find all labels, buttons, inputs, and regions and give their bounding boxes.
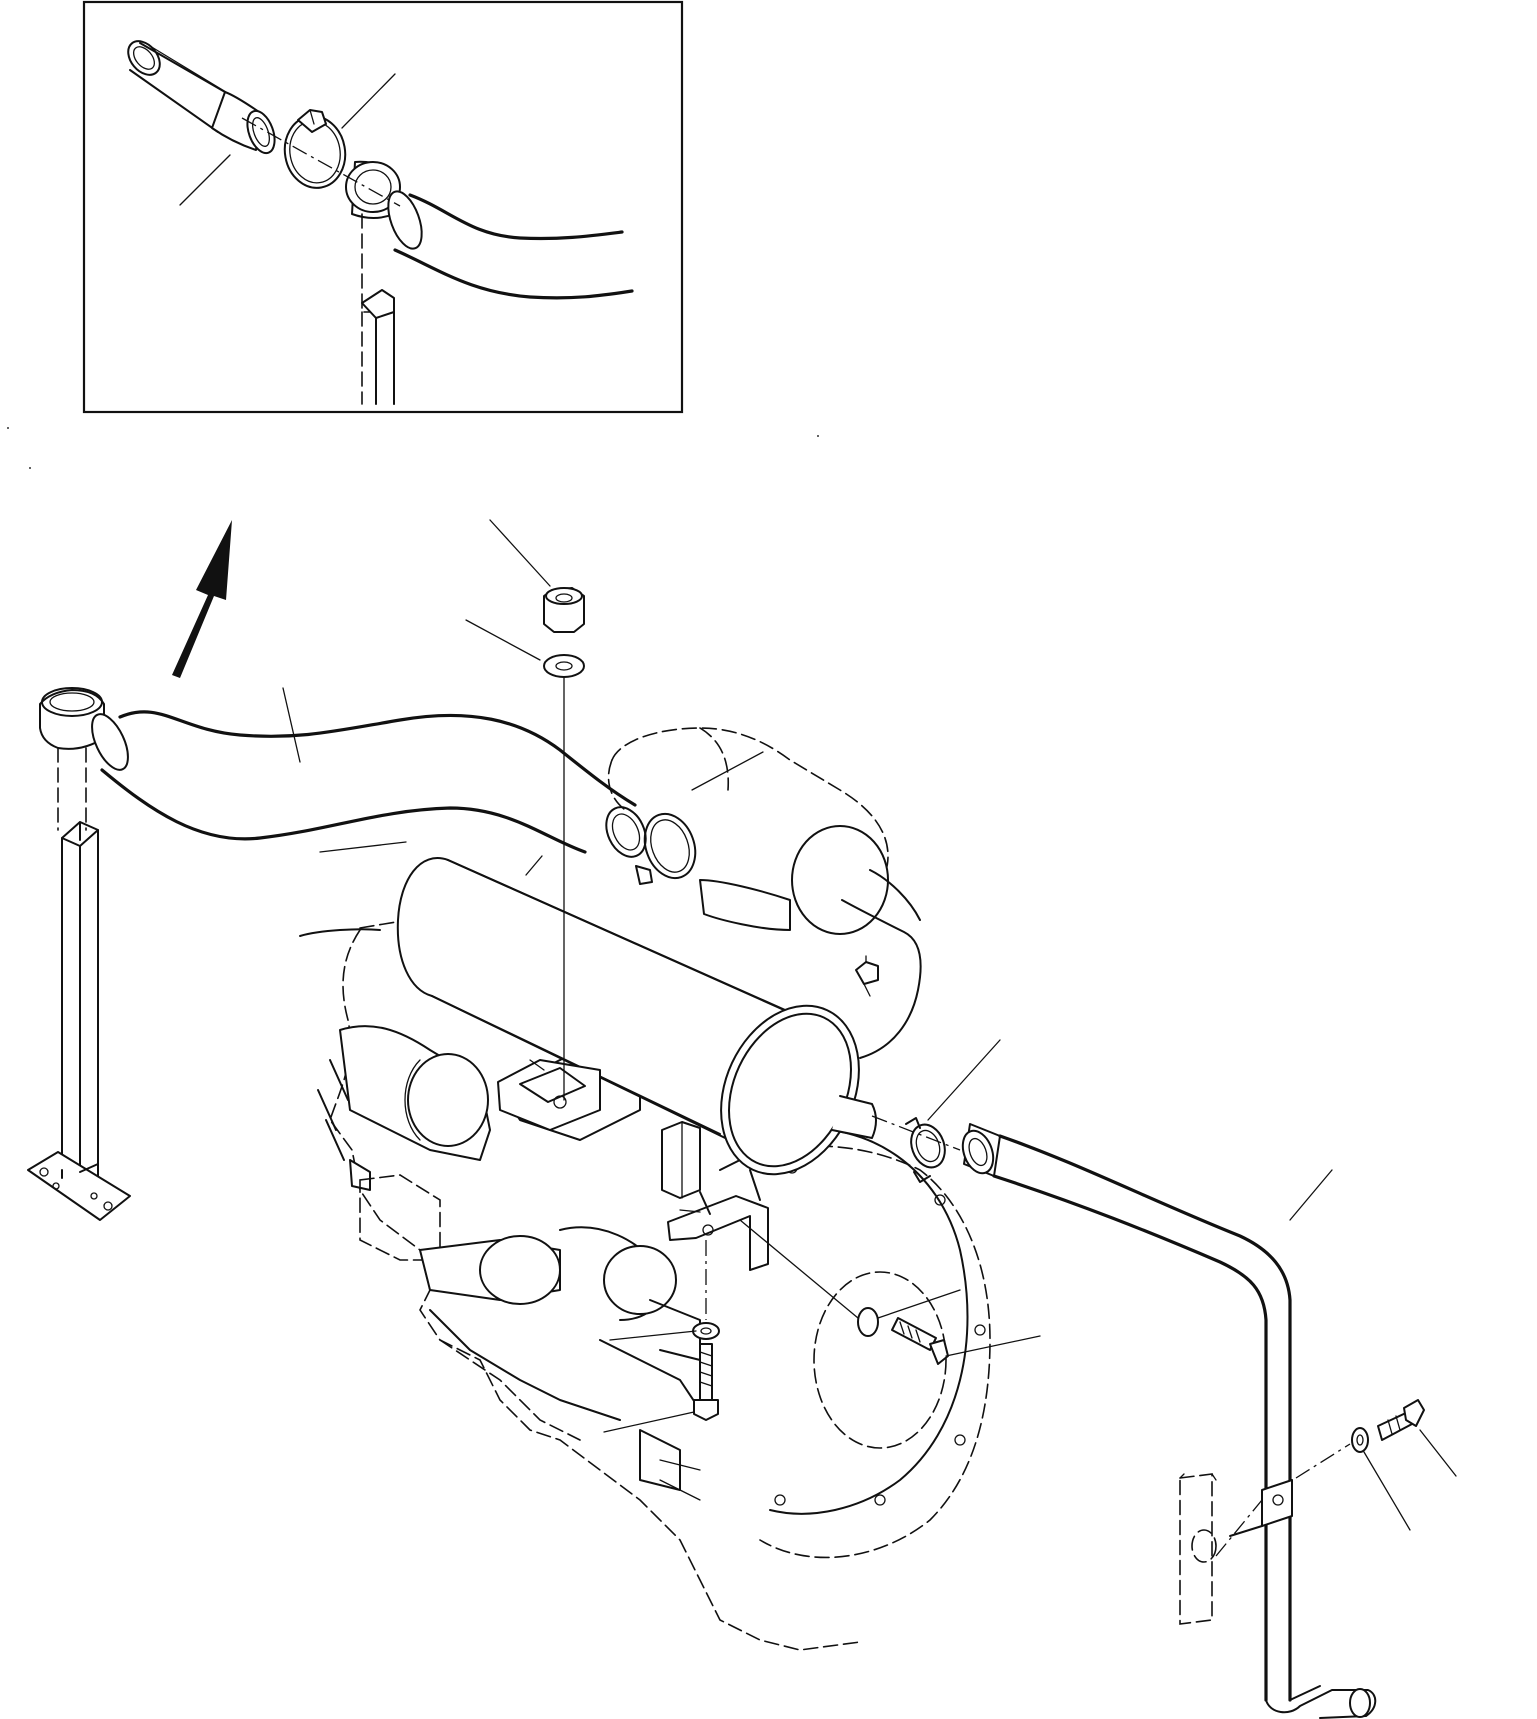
- inset-hose: [387, 190, 634, 300]
- inset-pipe-end: [127, 40, 227, 133]
- top-nut-washer: [465, 519, 585, 1101]
- flywheel-bolt-washer: [739, 1219, 1041, 1365]
- inset-center-line: [241, 117, 401, 207]
- lower-bolt-washer: [603, 1240, 720, 1433]
- muffler: [319, 841, 877, 1176]
- inset-collar: [345, 160, 401, 219]
- inset-clamp: [283, 109, 347, 189]
- exhaust-pipe: [91, 687, 647, 858]
- tail-pipe-mount: [1179, 1399, 1457, 1625]
- inset-leader-clamp: [341, 73, 396, 129]
- inset-detail-panel: [82, 0, 684, 414]
- leader-pipe: [282, 687, 301, 763]
- flywheel-housing: [719, 1127, 991, 1559]
- scan-specks: [7, 427, 819, 469]
- direction-arrow: [172, 520, 232, 678]
- inset-leader-sleeve: [179, 154, 231, 206]
- inset-sleeve: [211, 91, 276, 155]
- inset-post: [361, 213, 395, 405]
- muffler-bracket: [661, 1121, 769, 1271]
- support-post: [27, 687, 131, 1221]
- pipe-clamp: [635, 751, 764, 885]
- leader-muffler: [319, 841, 407, 853]
- tail-pipe: [871, 1039, 1377, 1719]
